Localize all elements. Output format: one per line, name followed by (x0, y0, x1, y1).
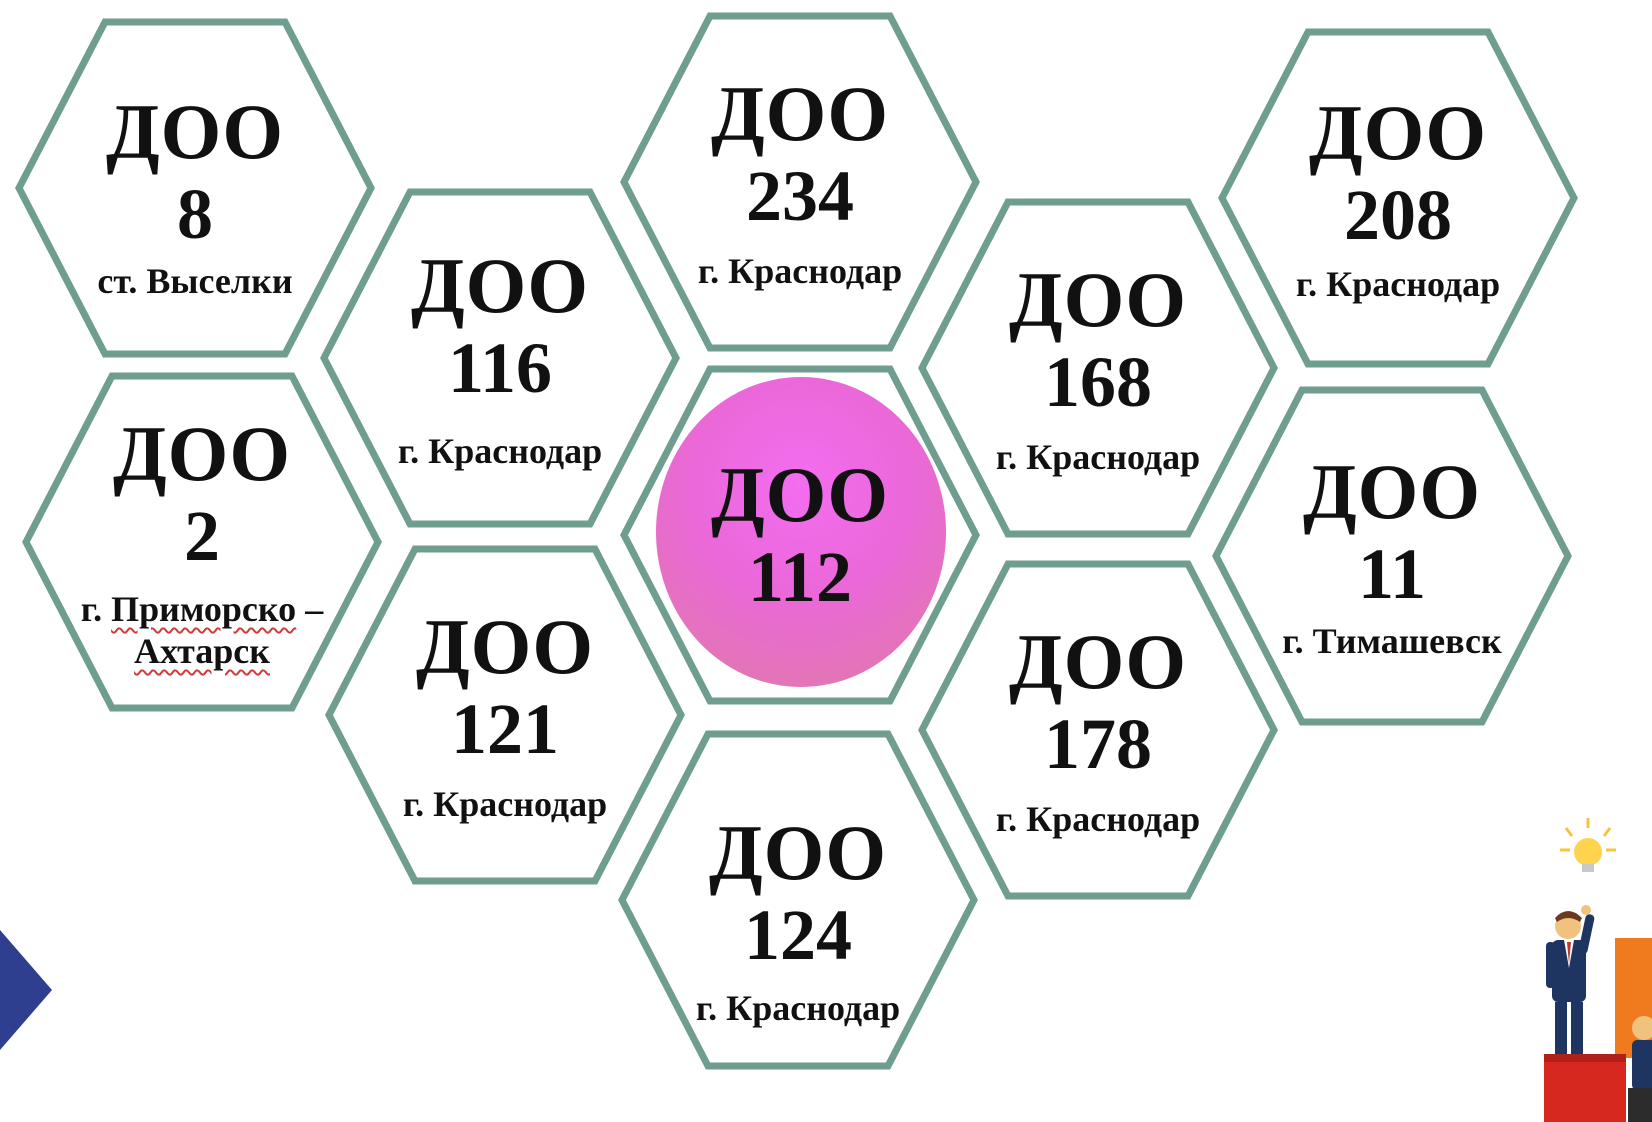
hex-label: ДОО (416, 605, 594, 689)
hex-doo-124: ДОО 124 г. Краснодар (618, 730, 978, 1070)
hex-number: 2 (184, 496, 220, 576)
hex-label: ДОО (1303, 450, 1481, 534)
hex-city: г. Краснодар (996, 798, 1200, 840)
hex-city: г. Краснодар (398, 430, 602, 472)
hex-label: ДОО (1009, 620, 1187, 704)
hex-city: ст. Выселки (97, 260, 292, 302)
hex-number: 168 (1044, 342, 1152, 422)
hex-number: 116 (448, 328, 552, 408)
hex-number: 124 (744, 895, 852, 975)
hex-label: ДОО (411, 244, 589, 328)
hex-label: ДОО (711, 72, 889, 156)
businessman-lightbulb-icon (1520, 818, 1652, 1122)
lightbulb-icon (1560, 818, 1616, 872)
hex-label: ДОО (1009, 258, 1187, 342)
hex-label: ДОО (106, 90, 284, 174)
city-word-2: Ахтарск (134, 631, 270, 671)
play-arrow-icon (0, 930, 60, 1050)
city-word: Приморско (111, 589, 296, 629)
hex-city: г. Тимашевск (1282, 620, 1501, 662)
hex-number: 208 (1344, 175, 1452, 255)
hex-number: 178 (1044, 704, 1152, 784)
hex-label: ДОО (711, 453, 889, 537)
hex-label: ДОО (1309, 91, 1487, 175)
hex-label: ДОО (709, 811, 887, 895)
hex-city: г. Краснодар (1296, 263, 1500, 305)
hex-city: г. Краснодар (403, 783, 607, 825)
hex-label: ДОО (113, 412, 291, 496)
hex-number: 8 (177, 174, 213, 254)
hex-city: г. Краснодар (996, 436, 1200, 478)
hex-city: г. Приморско – Ахтарск (81, 588, 323, 672)
hex-number: 112 (748, 537, 852, 617)
city-suffix: – (296, 589, 323, 629)
city-prefix: г. (81, 589, 111, 629)
hex-number: 121 (451, 689, 559, 769)
hex-doo-208: ДОО 208 г. Краснодар (1218, 28, 1578, 368)
hex-city: г. Краснодар (696, 987, 900, 1029)
hex-number: 234 (746, 156, 854, 236)
hex-city: г. Краснодар (698, 250, 902, 292)
hex-number: 11 (1358, 534, 1426, 614)
